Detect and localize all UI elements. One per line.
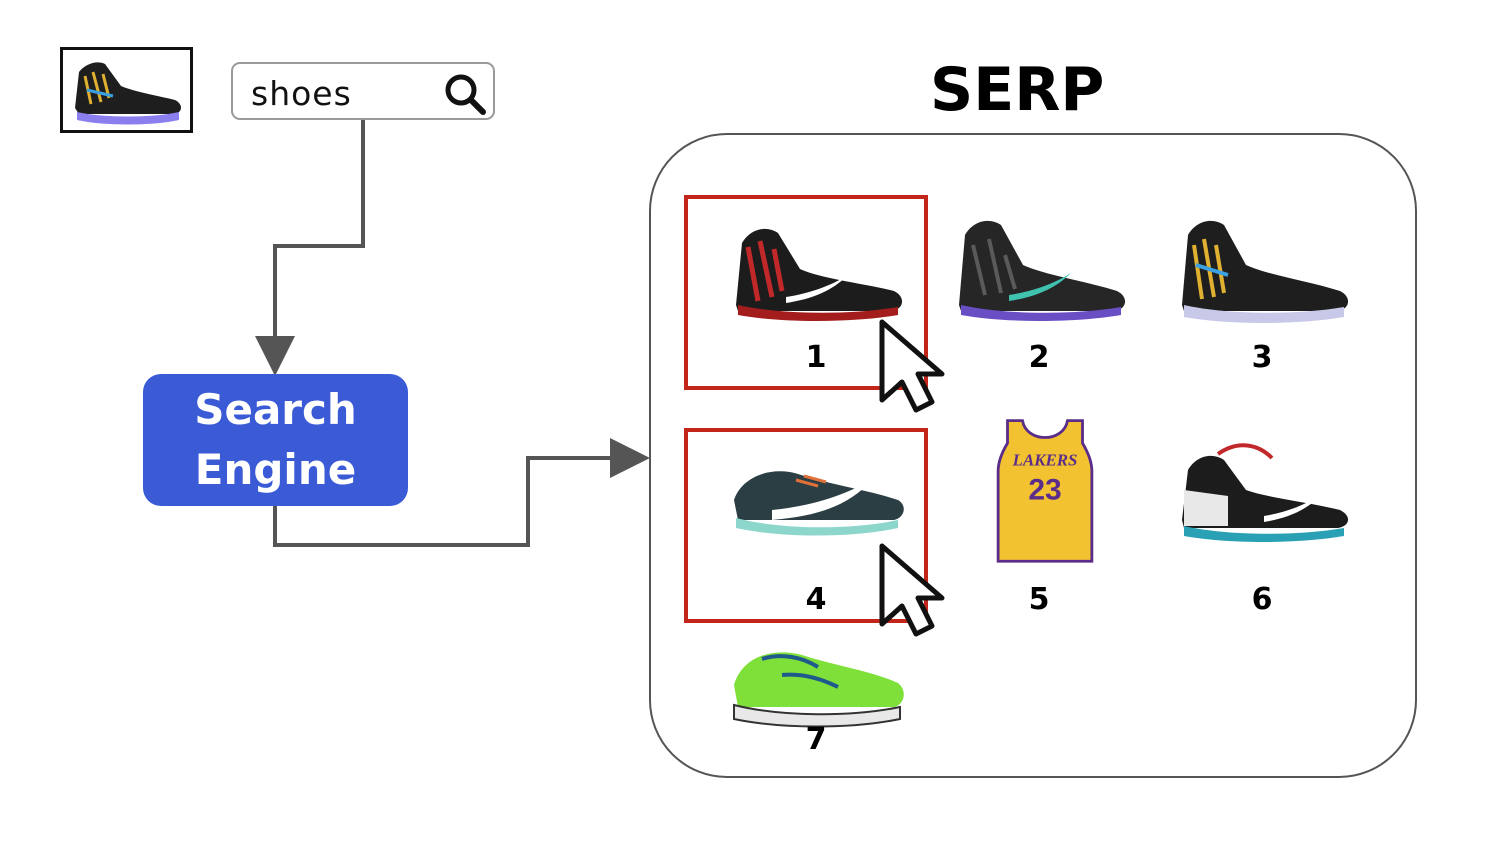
result-2-image[interactable] — [945, 205, 1145, 355]
search-query-text: shoes — [251, 74, 352, 113]
result-5-image[interactable]: LAKERS 23 — [945, 415, 1145, 565]
result-7-image[interactable] — [722, 615, 922, 765]
jersey-number-text: 23 — [1028, 473, 1061, 506]
click-frame-result-4 — [684, 428, 928, 623]
magnifier-icon[interactable] — [443, 72, 487, 116]
result-6-rank: 6 — [1251, 582, 1273, 617]
query-to-engine-arrow — [255, 120, 365, 376]
sneaker-thumbnail-icon — [75, 62, 181, 125]
result-3-rank: 3 — [1251, 340, 1273, 375]
result-4-rank: 4 — [805, 582, 827, 617]
search-bar[interactable]: shoes — [231, 62, 495, 120]
cursor-result-1-icon — [879, 319, 945, 413]
engine-label-line1: Search — [194, 385, 357, 434]
result-3-image[interactable] — [1168, 205, 1368, 355]
result-7-rank: 7 — [805, 722, 827, 757]
result-1-image[interactable] — [722, 205, 922, 355]
search-engine-box: Search Engine — [143, 374, 408, 506]
query-image — [60, 47, 193, 133]
engine-label-line2: Engine — [194, 445, 357, 494]
serp-title: SERP — [930, 55, 1105, 125]
result-1-rank: 1 — [805, 340, 827, 375]
serp-panel — [649, 133, 1417, 778]
engine-to-serp-arrow — [273, 438, 650, 547]
click-frame-result-1 — [684, 195, 928, 390]
result-5-rank: 5 — [1028, 582, 1050, 617]
result-6-image[interactable] — [1168, 430, 1368, 580]
result-2-rank: 2 — [1028, 340, 1050, 375]
jersey-team-text: LAKERS — [1012, 451, 1078, 470]
result-4-image[interactable] — [722, 440, 922, 590]
cursor-result-4-icon — [879, 543, 945, 637]
